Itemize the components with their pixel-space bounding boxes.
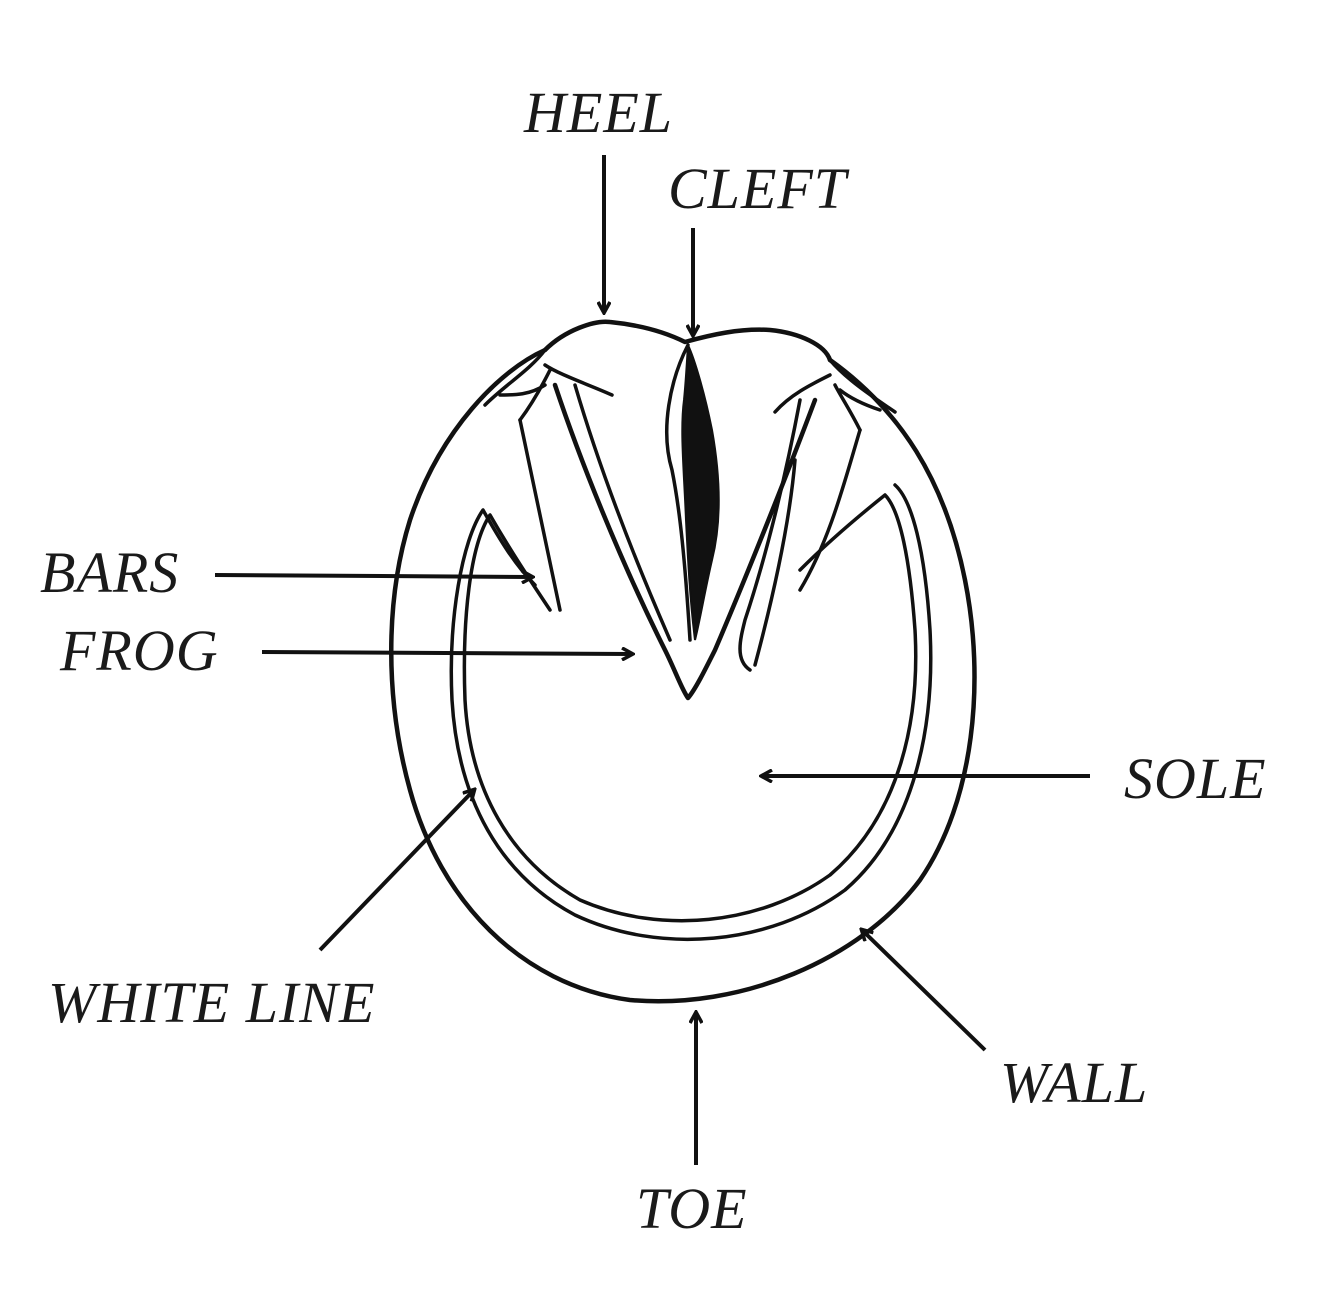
label-heel: HEEL xyxy=(523,80,673,145)
frog-inner-right xyxy=(740,400,800,670)
label-bars: BARS xyxy=(40,540,179,605)
label-frog: FROG xyxy=(59,618,219,683)
heel-detail-right xyxy=(775,360,895,430)
label-sole: SOLE xyxy=(1124,746,1267,811)
frog-inner-left xyxy=(575,385,670,640)
label-white-line: WHITE LINE xyxy=(48,970,375,1035)
heel-detail-left xyxy=(485,350,612,420)
wall-arrow xyxy=(862,930,985,1050)
bars-arrow xyxy=(215,575,532,577)
label-cleft: CLEFT xyxy=(668,156,850,221)
bar-right xyxy=(800,430,860,590)
label-toe: TOE xyxy=(636,1176,748,1241)
frog-arrow xyxy=(262,652,632,654)
bar-left xyxy=(520,420,560,610)
white-line-arrow xyxy=(320,790,474,950)
label-wall: WALL xyxy=(1000,1050,1148,1115)
